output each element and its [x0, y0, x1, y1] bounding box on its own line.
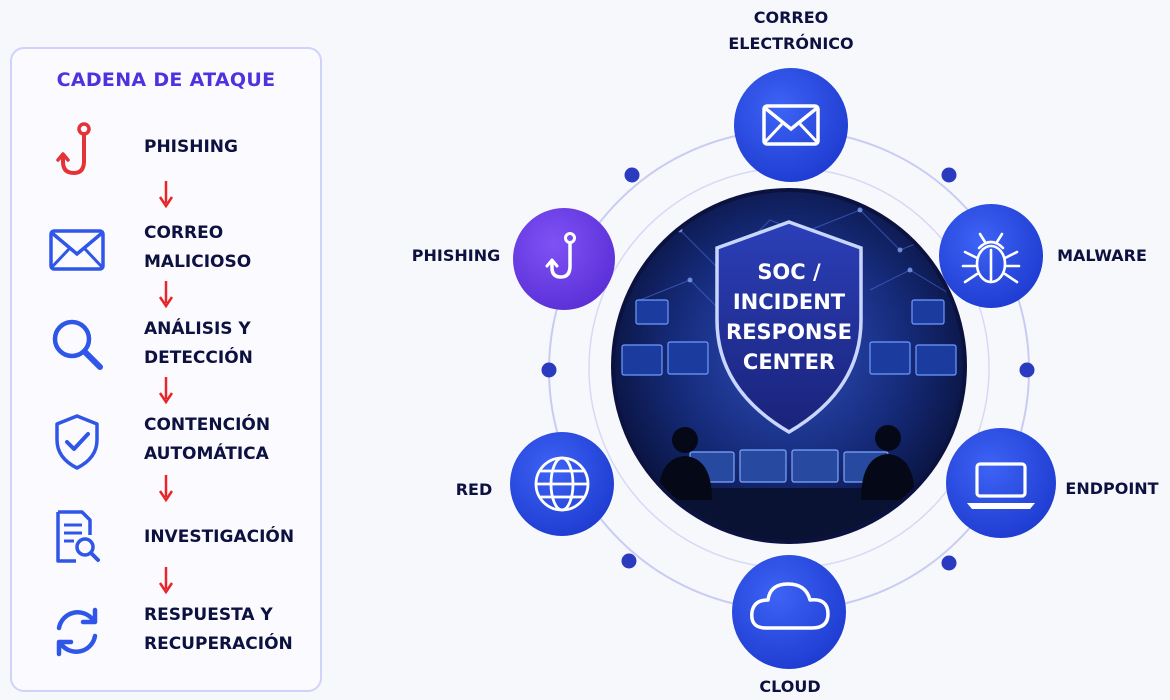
attack-step-label: CORREO MALICIOSO — [144, 223, 252, 272]
laptop-icon — [967, 462, 1035, 509]
down-arrow-icon — [158, 475, 174, 503]
bug-icon — [961, 232, 1021, 284]
node-label-network: RED — [455, 480, 493, 499]
magnifier-icon — [46, 313, 108, 375]
hub-node-email — [734, 68, 848, 182]
envelope-icon — [46, 219, 108, 281]
attack-chain-panel: CADENA DE ATAQUE PHISHING CORREO MALICIO… — [10, 47, 322, 692]
fishing-hook-icon — [545, 232, 576, 279]
shield-check-icon — [46, 411, 108, 473]
down-arrow-icon — [158, 567, 174, 595]
refresh-icon — [46, 601, 108, 663]
cloud-icon — [750, 582, 830, 630]
soc-shield — [715, 220, 863, 435]
attack-chain-title: CADENA DE ATAQUE — [56, 69, 276, 91]
envelope-icon — [762, 104, 820, 146]
globe-icon — [534, 456, 590, 512]
soc-center-label: SOC / INCIDENT RESPONSE CENTER — [726, 260, 852, 374]
node-label-endpoint: ENDPOINT — [1065, 479, 1159, 498]
hub-node-phishing — [513, 208, 615, 310]
attack-step-label: ANÁLISIS Y DETECCIÓN — [144, 319, 253, 368]
attack-step-label: INVESTIGACIÓN — [144, 527, 295, 547]
hub-node-malware — [939, 204, 1043, 308]
down-arrow-icon — [158, 181, 174, 209]
down-arrow-icon — [158, 377, 174, 405]
fishing-hook-icon — [46, 119, 108, 181]
soc-hub-diagram: SOC / INCIDENT RESPONSE CENTER CORREO EL… — [340, 0, 1170, 700]
node-label-cloud: CLOUD — [759, 677, 821, 696]
attack-step-label: CONTENCIÓN AUTOMÁTICA — [144, 415, 271, 464]
hub-node-network — [510, 432, 614, 536]
down-arrow-icon — [158, 281, 174, 309]
node-label-phishing: PHISHING — [411, 246, 501, 265]
attack-step-label: RESPUESTA Y RECUPERACIÓN — [144, 605, 293, 654]
report-search-icon — [46, 507, 108, 569]
hub-graphics — [510, 68, 1056, 669]
node-label-malware: MALWARE — [1057, 246, 1147, 265]
hub-node-cloud — [732, 555, 846, 669]
hub-node-endpoint — [946, 428, 1056, 538]
node-label-email: CORREO ELECTRÓNICO — [728, 8, 854, 53]
attack-step-label: PHISHING — [144, 137, 238, 157]
orbit-dots — [541, 167, 1035, 571]
